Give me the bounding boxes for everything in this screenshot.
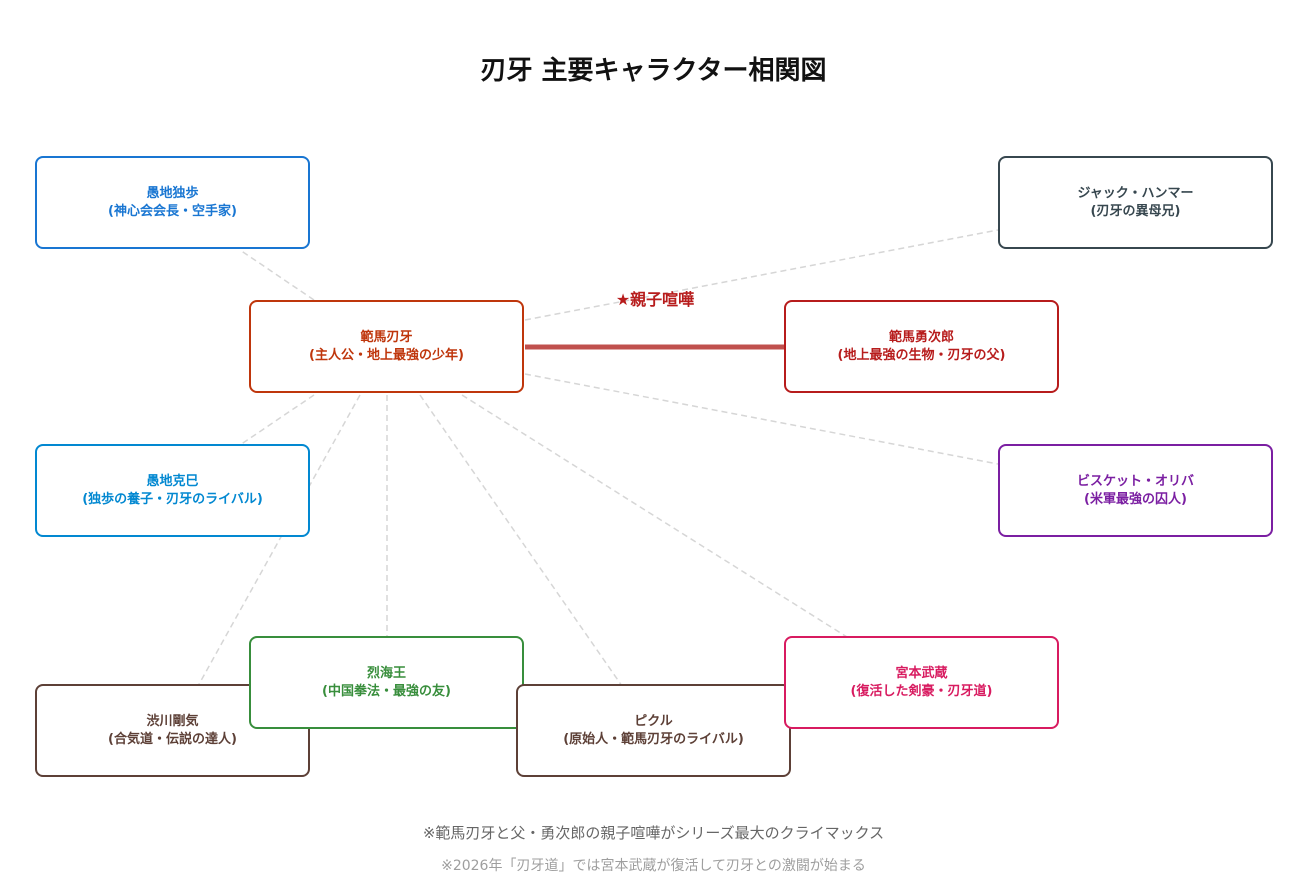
node-katsumi[interactable]: 愚地克巳 (独歩の養子・刃牙のライバル): [35, 444, 310, 537]
edge-baki-musashi: [461, 394, 848, 638]
node-desc: (合気道・伝説の達人): [108, 731, 237, 747]
node-name: 渋川剛気: [146, 713, 199, 729]
edge-label-oyako-genka: ★親子喧嘩: [616, 290, 694, 309]
edge-baki-jack: [524, 229, 999, 321]
node-name: 範馬刃牙: [360, 329, 413, 345]
edge-baki-oliva: [524, 373, 999, 465]
node-desc: (主人公・地上最強の少年): [309, 347, 464, 363]
node-name: ビスケット・オリバ: [1076, 473, 1194, 489]
dashed-edge-group: [197, 229, 999, 687]
node-doppo[interactable]: 愚地独歩 (神心会会長・空手家): [35, 156, 310, 249]
node-desc: (原始人・範馬刃牙のライバル): [563, 731, 744, 747]
node-yujiro[interactable]: 範馬勇次郎 (地上最強の生物・刃牙の父): [784, 300, 1059, 393]
page-title: 刃牙 主要キャラクター相関図: [480, 56, 827, 86]
edge-baki-pickle: [419, 394, 623, 687]
node-baki[interactable]: 範馬刃牙 (主人公・地上最強の少年): [249, 300, 524, 393]
node-name: 範馬勇次郎: [888, 329, 954, 345]
node-desc: (刃牙の異母兄): [1090, 203, 1181, 219]
node-musashi[interactable]: 宮本武蔵 (復活した剣豪・刃牙道): [784, 636, 1059, 729]
node-desc: (独歩の養子・刃牙のライバル): [82, 491, 263, 507]
node-retsu[interactable]: 烈海王 (中国拳法・最強の友): [249, 636, 524, 729]
footnote-climax: ※範馬刃牙と父・勇次郎の親子喧嘩がシリーズ最大のクライマックス: [422, 824, 885, 842]
edge-baki-shibukawa: [197, 394, 361, 687]
node-name: ジャック・ハンマー: [1077, 185, 1194, 201]
edge-baki-doppo: [239, 249, 315, 301]
node-desc: (地上最強の生物・刃牙の父): [837, 347, 1006, 363]
edge-baki-katsumi: [239, 394, 315, 446]
node-desc: (復活した剣豪・刃牙道): [850, 683, 993, 699]
node-desc: (米軍最強の囚人): [1084, 491, 1187, 507]
node-jack[interactable]: ジャック・ハンマー (刃牙の異母兄): [998, 156, 1273, 249]
node-name: 愚地独歩: [146, 185, 199, 201]
node-name: ピクル: [634, 713, 673, 729]
node-desc: (中国拳法・最強の友): [322, 683, 451, 699]
node-pickle[interactable]: ピクル (原始人・範馬刃牙のライバル): [516, 684, 791, 777]
node-oliva[interactable]: ビスケット・オリバ (米軍最強の囚人): [998, 444, 1273, 537]
node-desc: (神心会会長・空手家): [108, 203, 237, 219]
node-name: 宮本武蔵: [895, 665, 948, 681]
node-name: 烈海王: [366, 665, 406, 681]
footnote-bakido: ※2026年「刃牙道」では宮本武蔵が復活して刃牙との激闘が始まる: [441, 858, 866, 874]
node-name: 愚地克巳: [146, 473, 199, 489]
